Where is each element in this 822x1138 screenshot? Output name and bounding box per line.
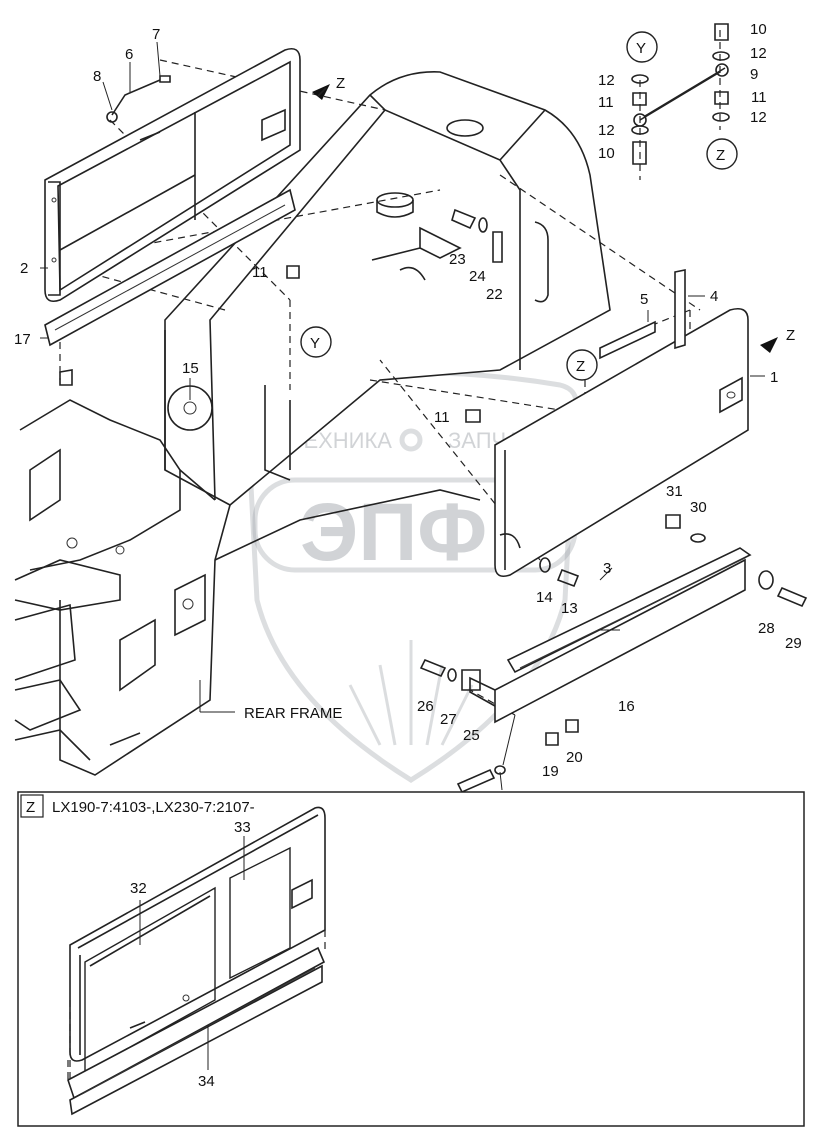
view-markers: Z Z Y Z Y Z (300, 31, 795, 381)
svg-text:Y: Y (310, 335, 320, 352)
step-rail-16 (469, 547, 752, 724)
callout-33: 33 (234, 819, 251, 836)
inset-view-z: Z LX190-7:4103-,LX230-7:2107- 32 33 34 (17, 791, 805, 1127)
callout-12d: 12 (598, 122, 615, 139)
callout-10a: 10 (750, 21, 767, 38)
view-circle-z-body: Z (566, 349, 598, 381)
callout-14: 14 (536, 589, 553, 606)
callout-9: 9 (750, 66, 758, 83)
gear-icon (399, 428, 423, 452)
callout-1: 1 (770, 369, 778, 386)
callout-3: 3 (603, 560, 611, 577)
callout-5: 5 (640, 291, 648, 308)
wheat-icon (348, 640, 474, 746)
rear-frame-body (14, 71, 611, 776)
callout-19: 19 (542, 763, 559, 780)
view-circle-y-body: Y (300, 326, 332, 358)
view-circle-z-top: Z (706, 138, 738, 170)
callout-22: 22 (486, 286, 503, 303)
view-arrow-z-top: Z (312, 75, 345, 100)
callout-34: 34 (198, 1073, 215, 1090)
callout-4: 4 (710, 288, 718, 305)
callout-8: 8 (93, 68, 101, 85)
inset-caption: LX190-7:4103-,LX230-7:2107- (52, 799, 255, 816)
callout-13: 13 (561, 600, 578, 617)
svg-text:Z: Z (716, 147, 725, 164)
callout-11d: 11 (434, 409, 450, 426)
callout-29: 29 (785, 635, 802, 652)
callout-30: 30 (690, 499, 707, 516)
watermark-logo: ЭПФ (300, 487, 487, 578)
svg-text:Y: Y (636, 40, 646, 57)
rear-frame-label: REAR FRAME (244, 705, 342, 722)
callout-15: 15 (182, 360, 199, 377)
callout-2: 2 (20, 260, 28, 277)
door-panel-2 (44, 47, 301, 303)
callout-6: 6 (125, 46, 133, 63)
leader-lines (40, 41, 765, 791)
callout-12a: 12 (750, 45, 767, 62)
callout-26: 26 (417, 698, 434, 715)
callout-16: 16 (618, 698, 635, 715)
callout-32: 32 (130, 880, 147, 897)
strip-4 (674, 269, 686, 350)
svg-text:Z: Z (336, 75, 345, 92)
callout-25: 25 (463, 727, 480, 744)
view-circle-y-top: Y (626, 31, 658, 63)
callout-24: 24 (469, 268, 486, 285)
inset-tag: Z (26, 799, 35, 816)
fasteners (286, 23, 808, 794)
callout-23: 23 (449, 251, 466, 268)
watermark: ТЕХНИКА ЗАПЧАСТИ ЭПФ (243, 370, 579, 783)
callout-11a: 11 (751, 89, 767, 106)
side-door-1 (494, 307, 749, 578)
view-arrow-z-right: Z (760, 327, 795, 353)
callout-12c: 12 (750, 109, 767, 126)
svg-text:Z: Z (786, 327, 795, 344)
callout-10b: 10 (598, 145, 615, 162)
callout-27: 27 (440, 711, 457, 728)
callout-17: 17 (14, 331, 31, 348)
svg-text:Z: Z (576, 358, 585, 375)
stay-rod-6 (106, 75, 171, 123)
callout-12b: 12 (598, 72, 615, 89)
seal-strip-17 (44, 188, 296, 347)
callout-numbers: 1 2 3 4 5 6 7 8 9 10 10 11 11 11 11 12 1… (14, 21, 802, 824)
callout-7: 7 (152, 26, 160, 43)
callout-28: 28 (758, 620, 775, 637)
callout-11b: 11 (598, 94, 614, 111)
callout-20: 20 (566, 749, 583, 766)
callout-31: 31 (666, 483, 683, 500)
callout-11c: 11 (252, 264, 268, 281)
bracket-5 (599, 320, 656, 360)
